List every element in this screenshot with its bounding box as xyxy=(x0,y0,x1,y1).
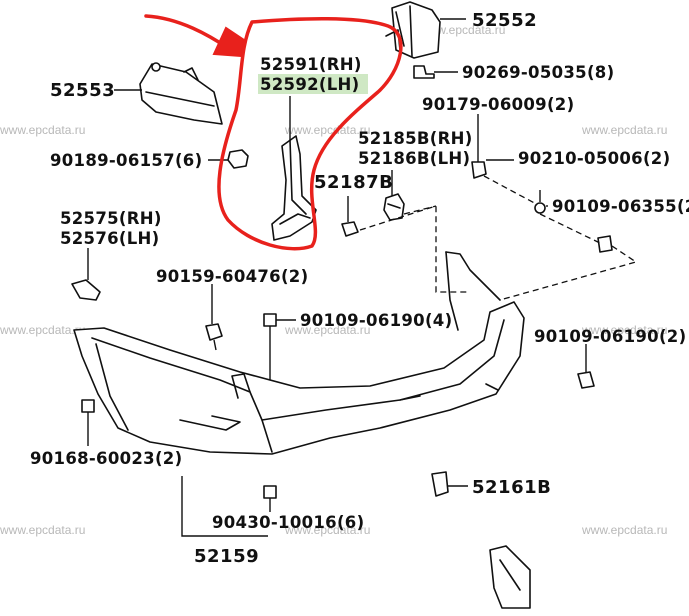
part-90179-nut xyxy=(471,114,541,207)
label-90109-06355: 90109-06355(2) xyxy=(552,197,689,216)
label-90189: 90189-06157(6) xyxy=(50,151,202,170)
label-90109-06190-upper: 90109-06190(4) xyxy=(300,311,452,330)
label-90269: 90269-05035(8) xyxy=(462,63,614,82)
label-52575: 52575(RH) xyxy=(60,209,162,228)
watermark: www.epcdata.ru xyxy=(0,523,85,537)
watermark: www.epcdata.ru xyxy=(284,523,370,537)
label-52576: 52576(LH) xyxy=(60,229,160,248)
part-52159-bumper-cover xyxy=(73,251,525,455)
label-90430: 90430-10016(6) xyxy=(212,513,364,532)
label-52161b: 52161B xyxy=(472,477,551,498)
label-52186b: 52186B(LH) xyxy=(358,149,470,168)
markup-circle xyxy=(217,17,403,251)
label-52553: 52553 xyxy=(50,80,115,101)
label-90159: 90159-60476(2) xyxy=(156,267,308,286)
part-90109-06190-right-bolt xyxy=(577,344,595,389)
watermark: www.epcdata.ru xyxy=(284,123,370,137)
label-90109-06190-right: 90109-06190(2) xyxy=(534,327,686,346)
part-52592-retainer xyxy=(271,96,317,241)
watermark: www.epcdata.ru xyxy=(0,323,85,337)
assembly-leaders xyxy=(359,205,638,301)
part-90168-screw xyxy=(81,399,95,446)
markup-arrow-head xyxy=(212,26,246,58)
watermark: www.epcdata.ru xyxy=(284,323,370,337)
part-52185b-bracket xyxy=(383,170,405,221)
label-90168: 90168-60023(2) xyxy=(30,449,182,468)
watermark: www.epcdata.ru xyxy=(419,23,505,37)
label-52592: 52592(LH) xyxy=(260,75,360,94)
part-90189-clip xyxy=(208,149,249,169)
label-90210: 90210-05006(2) xyxy=(518,149,670,168)
watermark: www.epcdata.ru xyxy=(581,523,667,537)
part-90269-screw xyxy=(413,65,458,79)
part-52159-leader xyxy=(181,476,268,537)
part-90109-06355-bolt xyxy=(534,190,613,253)
part-partial-lower xyxy=(489,545,531,609)
watermark: www.epcdata.ru xyxy=(0,123,85,137)
part-90430-washer xyxy=(263,485,277,512)
part-52187b-clip xyxy=(341,196,359,237)
part-52553-trim xyxy=(114,62,223,125)
part-52161b-clip xyxy=(431,471,468,497)
label-52185b: 52185B(RH) xyxy=(358,129,473,148)
part-52575-bracket xyxy=(71,248,101,301)
part-90159-clip xyxy=(205,284,223,351)
label-52187b: 52187B xyxy=(314,172,393,193)
watermarks: www.epcdata.ru www.epcdata.ru www.epcdat… xyxy=(0,23,667,537)
label-52591: 52591(RH) xyxy=(260,55,362,74)
label-90179: 90179-06009(2) xyxy=(422,95,574,114)
markup-arrow-line xyxy=(144,14,230,50)
watermark: www.epcdata.ru xyxy=(581,323,667,337)
highlight-52592 xyxy=(258,74,368,94)
red-markup xyxy=(144,14,403,251)
watermark: www.epcdata.ru xyxy=(581,123,667,137)
label-52552: 52552 xyxy=(472,10,537,31)
label-52159: 52159 xyxy=(194,546,259,567)
part-52552-bracket xyxy=(385,1,466,59)
